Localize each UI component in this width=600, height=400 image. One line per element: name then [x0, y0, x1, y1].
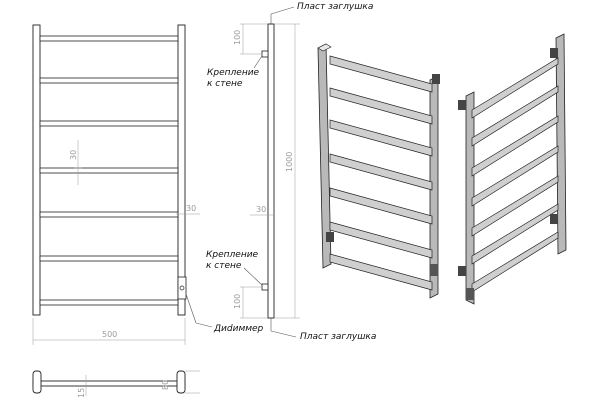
- front-dim-depth: 30: [186, 204, 196, 213]
- side-dim-bottom-offset: 100: [233, 294, 242, 309]
- front-dim-step: 30: [69, 150, 78, 160]
- side-mount-bottom: [261, 283, 269, 291]
- side-label-mount-top-2: к стене: [207, 79, 243, 89]
- front-rung: [39, 255, 179, 262]
- side-label-plug-top: Пласт заглушка: [297, 2, 373, 12]
- side-label-mount-bottom-1: Крепление: [206, 250, 259, 260]
- iso2-mount-top-right: [550, 48, 558, 58]
- front-rung: [39, 211, 179, 218]
- iso2-mount-top-left: [458, 100, 466, 110]
- side-dim-top-offset: 100: [233, 30, 242, 45]
- iso2-rungs: [471, 57, 559, 293]
- iso-view-1: [317, 43, 440, 299]
- bottom-dim-thickness: 15: [77, 388, 86, 398]
- iso-view-2: [458, 33, 567, 305]
- front-rung: [39, 167, 179, 174]
- iso2-dimmer: [466, 288, 474, 300]
- front-left-rail: [32, 24, 41, 316]
- front-rungs: [39, 35, 179, 306]
- iso1-rungs: [329, 55, 433, 291]
- side-label-plug-bottom: Пласт заглушка: [300, 332, 376, 342]
- bottom-view: 80 15: [32, 370, 200, 398]
- side-rail: [267, 23, 275, 319]
- bottom-dim-height: 80: [161, 380, 170, 390]
- front-dimmer-box: [177, 276, 187, 300]
- side-view: Пласт заглушка Пласт заглушка Крепление …: [185, 2, 376, 342]
- bottom-left-cap: [32, 370, 42, 394]
- side-mount-top: [261, 50, 269, 58]
- iso2-mount-bottom-left: [458, 266, 466, 276]
- side-label-mount-top-1: Крепление: [207, 68, 260, 78]
- iso1-mount-top: [432, 74, 440, 84]
- iso1-mount-bottom: [326, 232, 334, 242]
- front-dim-width: 500: [102, 330, 117, 339]
- dimmer-knob-icon: [179, 285, 185, 291]
- iso1-dimmer: [430, 264, 438, 276]
- front-rung: [39, 120, 179, 127]
- front-rung: [39, 77, 179, 84]
- front-view: 30 30 500: [32, 24, 200, 345]
- side-dim-depth: 30: [256, 205, 266, 214]
- side-dim-height: 1000: [285, 152, 294, 172]
- side-label-dimmer: Диdиммер: [213, 324, 264, 334]
- iso2-mount-bottom-right: [550, 214, 558, 224]
- bottom-right-cap: [176, 370, 186, 394]
- front-rung: [39, 299, 179, 306]
- side-label-mount-bottom-2: к стене: [206, 261, 242, 271]
- front-right-rail: [177, 24, 186, 316]
- front-rung: [39, 35, 179, 42]
